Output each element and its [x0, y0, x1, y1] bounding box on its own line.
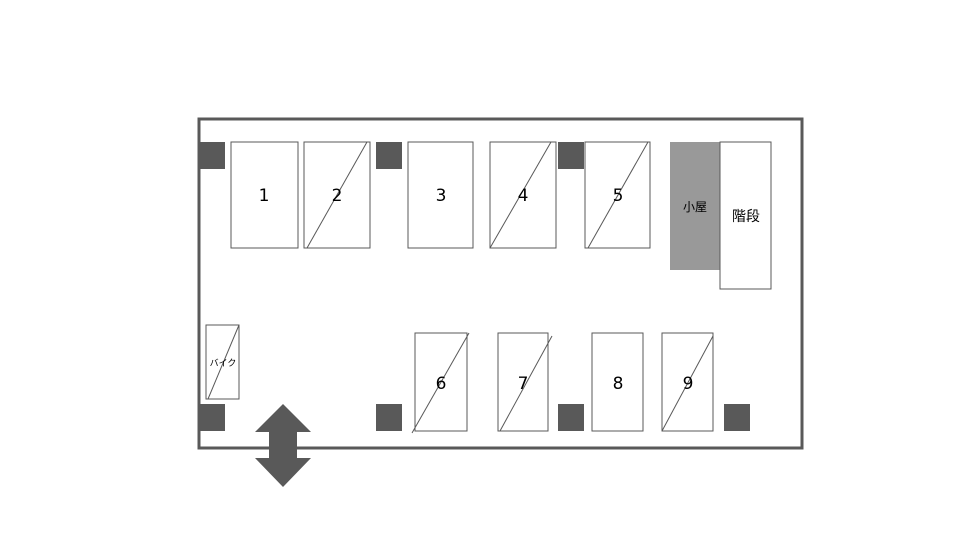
- space-label: 6: [436, 374, 447, 394]
- shed: 小屋: [670, 142, 720, 270]
- parking-space-8[interactable]: 8: [591, 332, 644, 432]
- occupied-slash: [207, 324, 240, 400]
- space-label: 9: [683, 374, 694, 394]
- pillar: [199, 142, 225, 169]
- space-label: 4: [518, 186, 529, 206]
- occupied-slash: [661, 335, 714, 432]
- parking-space-7[interactable]: 7: [497, 332, 553, 432]
- occupied-slash: [306, 141, 368, 249]
- pillar: [558, 404, 584, 431]
- pillar: [376, 142, 402, 169]
- space-label: 5: [613, 186, 624, 206]
- pillar: [199, 404, 225, 431]
- pillar: [724, 404, 750, 431]
- space-label: 1: [259, 186, 270, 206]
- occupied-slash: [411, 332, 470, 434]
- parking-space-9[interactable]: 9: [661, 332, 714, 432]
- parking-space-6[interactable]: 6: [411, 332, 470, 434]
- stairs: 階段: [719, 141, 772, 290]
- space-label: 8: [613, 374, 624, 394]
- pillar: [558, 142, 584, 169]
- bike-label: バイク: [210, 358, 237, 369]
- space-label: 7: [518, 374, 529, 394]
- parking-space-3[interactable]: 3: [407, 141, 474, 249]
- space-label: 2: [332, 186, 343, 206]
- parking-space-5[interactable]: 5: [584, 141, 651, 249]
- bike-space[interactable]: バイク: [205, 324, 240, 400]
- pillar: [376, 404, 402, 431]
- space-label: 3: [436, 186, 447, 206]
- double-arrow-vertical-icon: [255, 404, 311, 487]
- shed-label: 小屋: [683, 200, 707, 214]
- parking-space-1[interactable]: 1: [230, 141, 299, 249]
- occupied-slash: [489, 141, 552, 249]
- occupied-slash: [587, 141, 649, 249]
- parking-space-2[interactable]: 2: [303, 141, 371, 249]
- parking-space-4[interactable]: 4: [489, 141, 557, 249]
- stairs-label: 階段: [732, 209, 760, 225]
- occupied-slash: [499, 335, 553, 432]
